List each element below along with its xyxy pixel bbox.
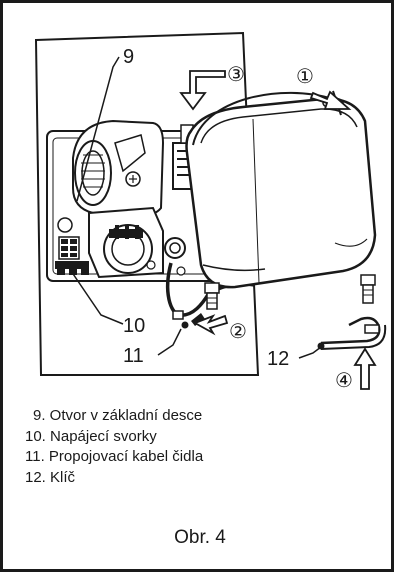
legend: 9. Otvor v základní desce 10. Napájecí s… [25, 406, 385, 488]
cover-screw-left [204, 282, 220, 310]
key-tool [317, 316, 387, 350]
legend-item: 9. Otvor v základní desce [33, 407, 203, 424]
motor-block [88, 206, 164, 279]
legend-item: 10. Napájecí svorky [25, 427, 157, 445]
step-3: ③ [227, 62, 245, 86]
legend-item: 12. Klíč [25, 468, 76, 486]
connector-dot [181, 321, 189, 329]
legend-item: 11. Propojovací kabel čidla [25, 448, 204, 465]
callout-9: 9 [123, 46, 134, 68]
arrow-2 [192, 314, 229, 336]
fan-housing [72, 119, 165, 217]
step-4: ④ [335, 368, 353, 392]
cover-screw-right [360, 274, 376, 304]
figure-frame: 9 10 11 12 ① ② ③ ④ 9. Otvor v základní d… [0, 0, 394, 572]
callout-12: 12 [267, 348, 289, 370]
figure-caption: Obr. 4 [174, 527, 226, 548]
arrow-3 [179, 70, 226, 111]
chassis-port [164, 237, 186, 259]
callout-11: 11 [123, 345, 144, 367]
power-terminals [55, 236, 89, 275]
arrow-4 [353, 347, 377, 390]
chassis-hole [57, 217, 73, 233]
leader-10 [66, 264, 124, 325]
callout-10: 10 [123, 315, 145, 337]
installation-diagram: 9 10 11 12 ① ② ③ ④ [34, 31, 387, 392]
arrow-1 [309, 90, 352, 110]
step-1: ① [296, 64, 314, 88]
leader-9 [76, 56, 120, 202]
dryer-cover [185, 90, 377, 289]
leader-12 [298, 346, 322, 359]
step-2: ② [229, 319, 247, 343]
leader-11 [157, 328, 182, 356]
